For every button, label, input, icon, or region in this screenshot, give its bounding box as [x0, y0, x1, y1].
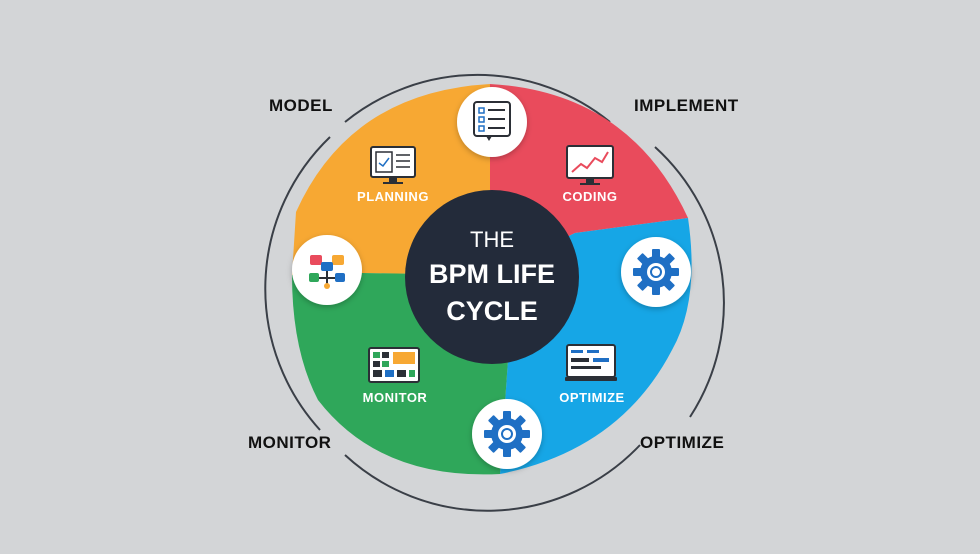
- monitor-document-icon: [370, 146, 416, 184]
- badge-top: [457, 87, 527, 157]
- ring-arc-left: [264, 136, 331, 431]
- dashboard-grid-icon: [368, 347, 420, 383]
- ring-arc-right: [654, 146, 725, 418]
- gear-icon: [484, 411, 530, 457]
- corner-label-model: MODEL: [269, 96, 333, 115]
- outer-ring: [264, 73, 725, 512]
- center-disc: [405, 190, 579, 364]
- segment-label-coding: CODING: [563, 189, 618, 204]
- segment-label-monitor: MONITOR: [363, 390, 428, 405]
- monitor-chart-icon: [566, 145, 614, 185]
- checklist-document-icon: [473, 101, 511, 141]
- corner-label-optimize: OPTIMIZE: [640, 433, 725, 452]
- badge-bottom: [472, 399, 542, 469]
- badge-left: [292, 235, 362, 305]
- ring-arc-bottom: [344, 444, 641, 512]
- segment-label-planning: PLANNING: [357, 189, 429, 204]
- corner-label-implement: IMPLEMENT: [634, 96, 739, 115]
- ring-arc-top: [344, 73, 611, 123]
- segment-label-optimize: OPTIMIZE: [559, 390, 624, 405]
- laptop-dashboard-icon: [565, 344, 617, 381]
- center-title-line2: BPM LIFE: [429, 259, 555, 289]
- center-title-line3: CYCLE: [446, 296, 538, 326]
- badge-right: [621, 237, 691, 307]
- process-flow-icon: [309, 255, 345, 289]
- gear-icon: [633, 249, 679, 295]
- center-title-line1: THE: [470, 227, 514, 252]
- corner-label-monitor: MONITOR: [248, 433, 332, 452]
